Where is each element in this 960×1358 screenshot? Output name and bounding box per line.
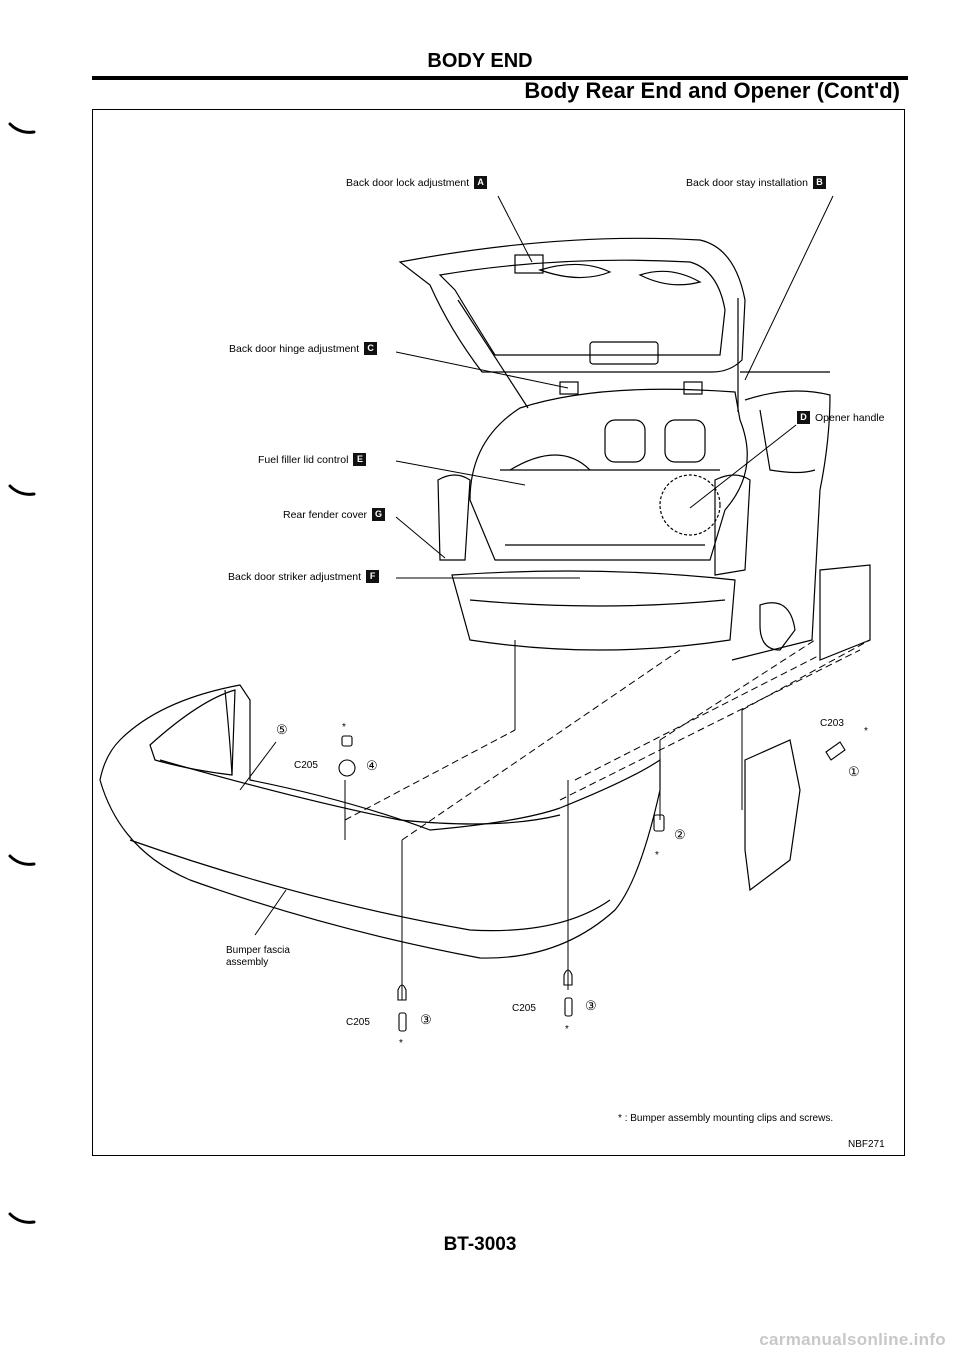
part-number-5: ⑤ (276, 722, 288, 737)
screw-star-3-right: * (565, 1024, 569, 1035)
clip-code-c203: C203 (820, 718, 844, 729)
footnote: * : Bumper assembly mounting clips and s… (618, 1113, 834, 1124)
screw-star-2: * (655, 850, 659, 861)
clip-star-5: * (342, 722, 346, 733)
clip-star-c203: * (864, 726, 868, 737)
clip-code-c205-top: C205 (294, 760, 318, 771)
figure-frame (92, 109, 905, 1156)
callout-letter-b: B (812, 176, 826, 189)
section-title: BODY END (427, 50, 533, 72)
clip-code-c205-right: C205 (512, 1003, 536, 1014)
watermark: carmanualsonline.info (759, 1330, 946, 1349)
clip-code-c205-left: C205 (346, 1017, 370, 1028)
callout-letter-e: E (353, 453, 367, 466)
callout-letter-g: G (372, 508, 386, 521)
callout-letter-a: A (474, 176, 488, 189)
bumper-fascia-label: Bumper fascia assembly (226, 945, 290, 968)
figure-code: NBF271 (848, 1139, 885, 1150)
callout-letter-f: F (366, 570, 380, 583)
part-number-1: ① (848, 764, 860, 779)
callout-letter-c: C (364, 342, 378, 355)
part-number-4: ④ (366, 758, 378, 773)
callout-letter-d: D (797, 411, 810, 424)
part-number-3-left: ③ (420, 1012, 432, 1027)
header-rule (92, 76, 908, 80)
part-number-3-right: ③ (585, 998, 597, 1013)
screw-star-3-left: * (399, 1038, 403, 1049)
page-number: BT-3003 (443, 1234, 517, 1255)
part-number-2: ② (674, 827, 686, 842)
page-title: Body Rear End and Opener (Cont'd) (524, 78, 900, 103)
